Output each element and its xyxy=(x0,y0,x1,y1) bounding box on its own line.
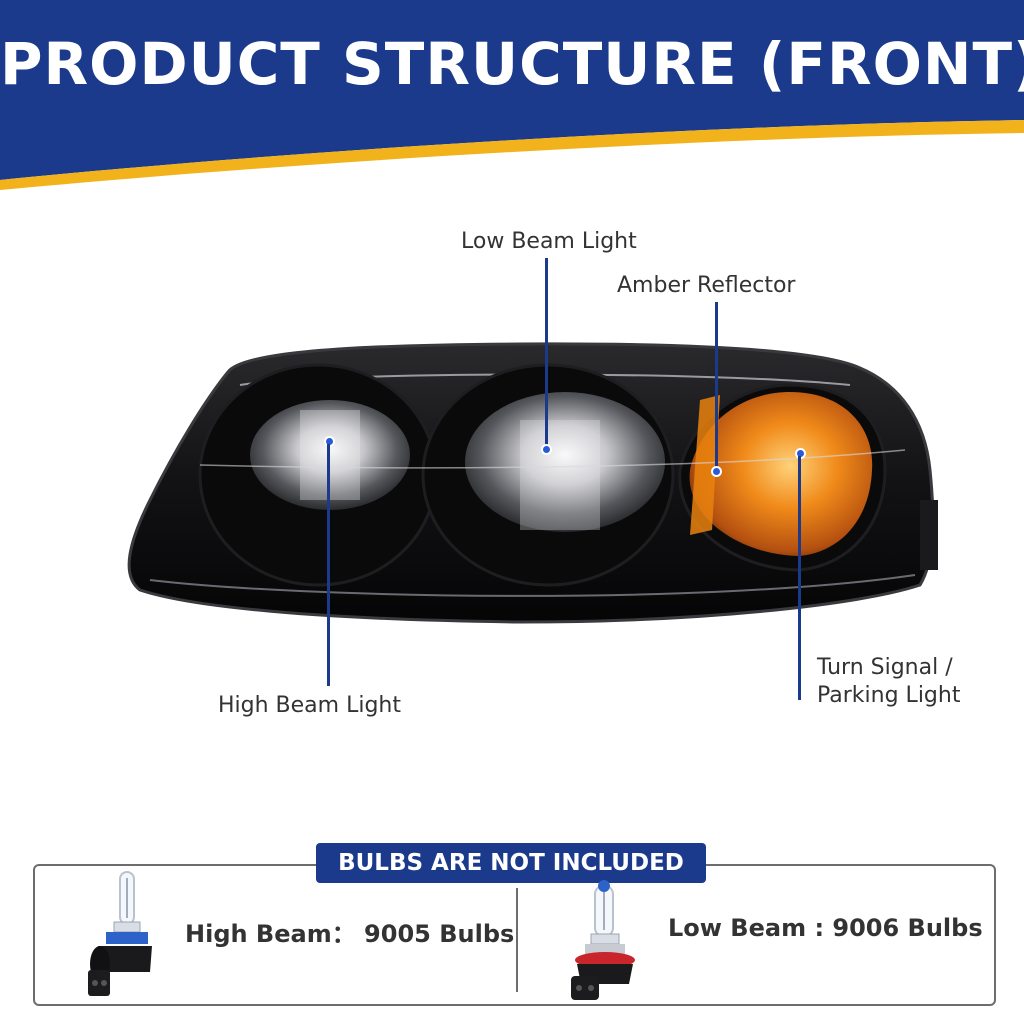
header-background xyxy=(0,0,1024,190)
turn-signal-leader xyxy=(798,456,801,700)
amber-reflector-leader xyxy=(715,302,718,470)
low-beam-bulb-text: Low Beam : 9006 Bulbs xyxy=(668,914,983,942)
turn-signal-label-line1: Turn Signal / xyxy=(817,655,953,680)
high-beam-reflector xyxy=(250,400,410,510)
low-beam-reflector xyxy=(465,392,665,532)
high-beam-leader xyxy=(327,444,330,686)
low-beam-marker xyxy=(541,444,552,455)
amber-reflector-marker xyxy=(711,466,722,477)
bulb-9006-icon xyxy=(571,880,635,1000)
high-beam-label: High Beam Light xyxy=(218,693,401,718)
low-beam-leader xyxy=(545,258,548,448)
bulbs-divider xyxy=(516,888,518,992)
bulbs-not-included-badge: BULBS ARE NOT INCLUDED xyxy=(316,843,706,883)
headlight-image xyxy=(127,342,938,624)
turn-signal-label-line2: Parking Light xyxy=(817,683,961,708)
amber-reflector xyxy=(689,392,873,556)
page-title: PRODUCT STRUCTURE (FRONT) xyxy=(0,30,1024,98)
bulb-9005-icon xyxy=(88,871,152,996)
bulbs-info-box xyxy=(33,864,996,1006)
low-beam-label: Low Beam Light xyxy=(461,229,637,254)
amber-reflector-label: Amber Reflector xyxy=(617,273,796,298)
high-beam-bulb-text: High Beam： 9005 Bulbs xyxy=(185,920,515,948)
header-banner: PRODUCT STRUCTURE (FRONT) xyxy=(0,0,1024,200)
